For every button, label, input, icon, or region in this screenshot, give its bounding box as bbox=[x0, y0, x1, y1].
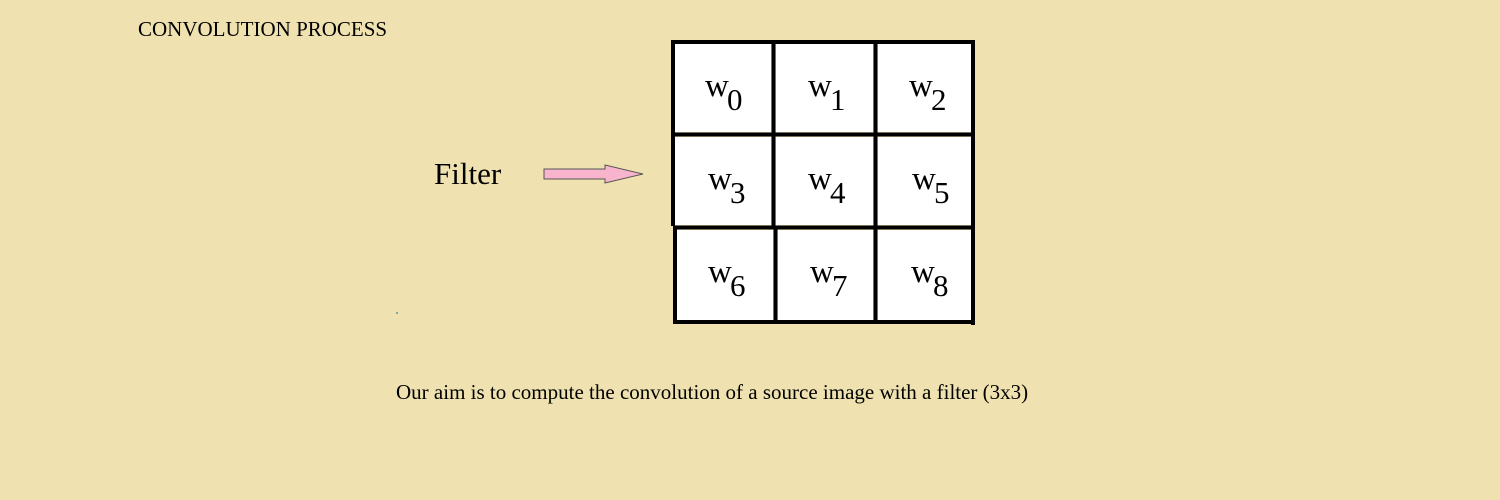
caption: Our aim is to compute the convolution of… bbox=[396, 380, 1029, 404]
filter-cell-symbol: w bbox=[808, 161, 832, 197]
filter-cell-symbol: w bbox=[705, 68, 729, 104]
filter-cell-symbol: w bbox=[808, 68, 832, 104]
filter-cell-symbol: w bbox=[909, 68, 933, 104]
filter-cell-symbol: w bbox=[708, 161, 732, 197]
filter-cell-index: 5 bbox=[934, 175, 950, 210]
filter-cell-index: 0 bbox=[727, 82, 743, 117]
filter-grid-lines bbox=[671, 40, 975, 325]
filter-cell-index: 1 bbox=[830, 82, 846, 117]
filter-cell-symbol: w bbox=[912, 161, 936, 197]
filter-cell-symbol: w bbox=[810, 254, 834, 290]
filter-cell-symbol: w bbox=[708, 254, 732, 290]
stray-dot bbox=[396, 312, 398, 314]
filter-cell-index: 3 bbox=[730, 175, 746, 210]
filter-cell-index: 7 bbox=[832, 268, 848, 303]
right-arrow-icon bbox=[543, 164, 644, 184]
filter-cell-index: 8 bbox=[933, 268, 949, 303]
filter-cell-index: 4 bbox=[830, 175, 846, 210]
filter-cell-index: 6 bbox=[730, 268, 746, 303]
filter-cell-symbol: w bbox=[911, 254, 935, 290]
page-title: CONVOLUTION PROCESS bbox=[138, 17, 388, 41]
filter-cell-index: 2 bbox=[931, 82, 947, 117]
filter-label: Filter bbox=[434, 156, 502, 191]
